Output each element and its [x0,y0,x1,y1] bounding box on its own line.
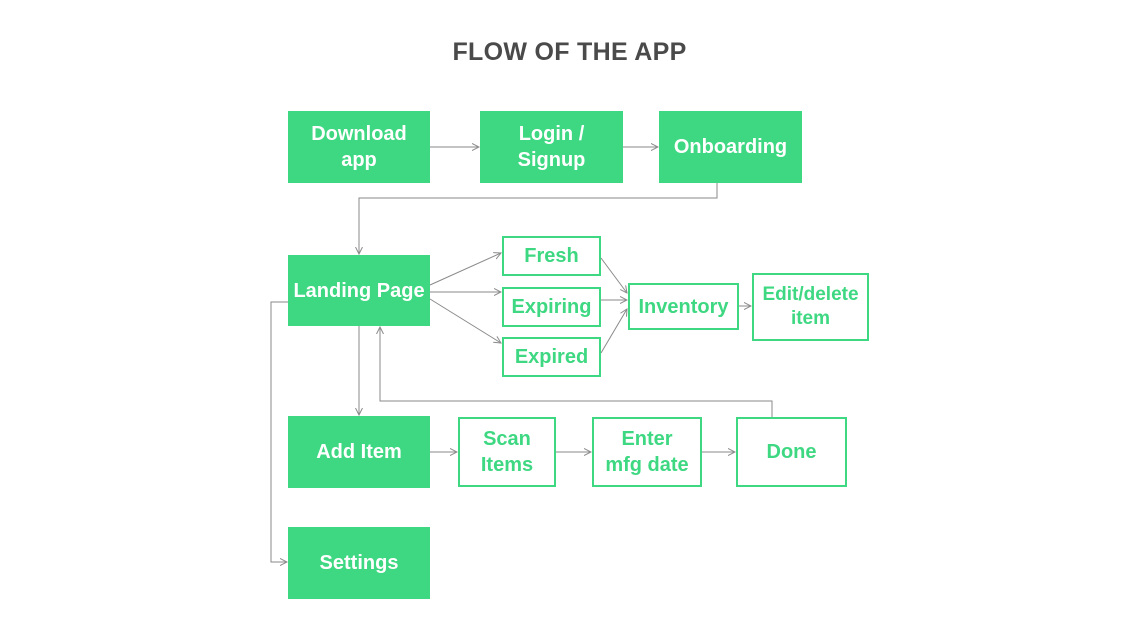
node-edit-delete-item: Edit/delete item [752,273,869,341]
node-fresh: Fresh [502,236,601,276]
edge-done-landing [380,327,773,417]
edge-landing-expired [429,298,501,343]
node-inventory: Inventory [628,283,739,330]
edge-landing-settings [270,301,288,562]
edge-landing-fresh [429,253,501,286]
node-add-item: Add Item [288,416,430,488]
node-onboarding: Onboarding [659,111,802,183]
node-landing-page: Landing Page [288,255,430,326]
node-scan-items: Scan Items [458,417,556,487]
node-expiring: Expiring [502,287,601,327]
edge-expired-inventory [600,309,627,354]
node-settings: Settings [288,527,430,599]
diagram-title: FLOW OF THE APP [452,38,687,66]
node-enter-mfg-date: Enter mfg date [592,417,702,487]
node-download-app: Download app [288,111,430,183]
node-login-signup: Login / Signup [480,111,623,183]
edge-onboarding-landing [359,183,718,254]
edge-fresh-inventory [600,257,627,293]
node-done: Done [736,417,847,487]
node-expired: Expired [502,337,601,377]
